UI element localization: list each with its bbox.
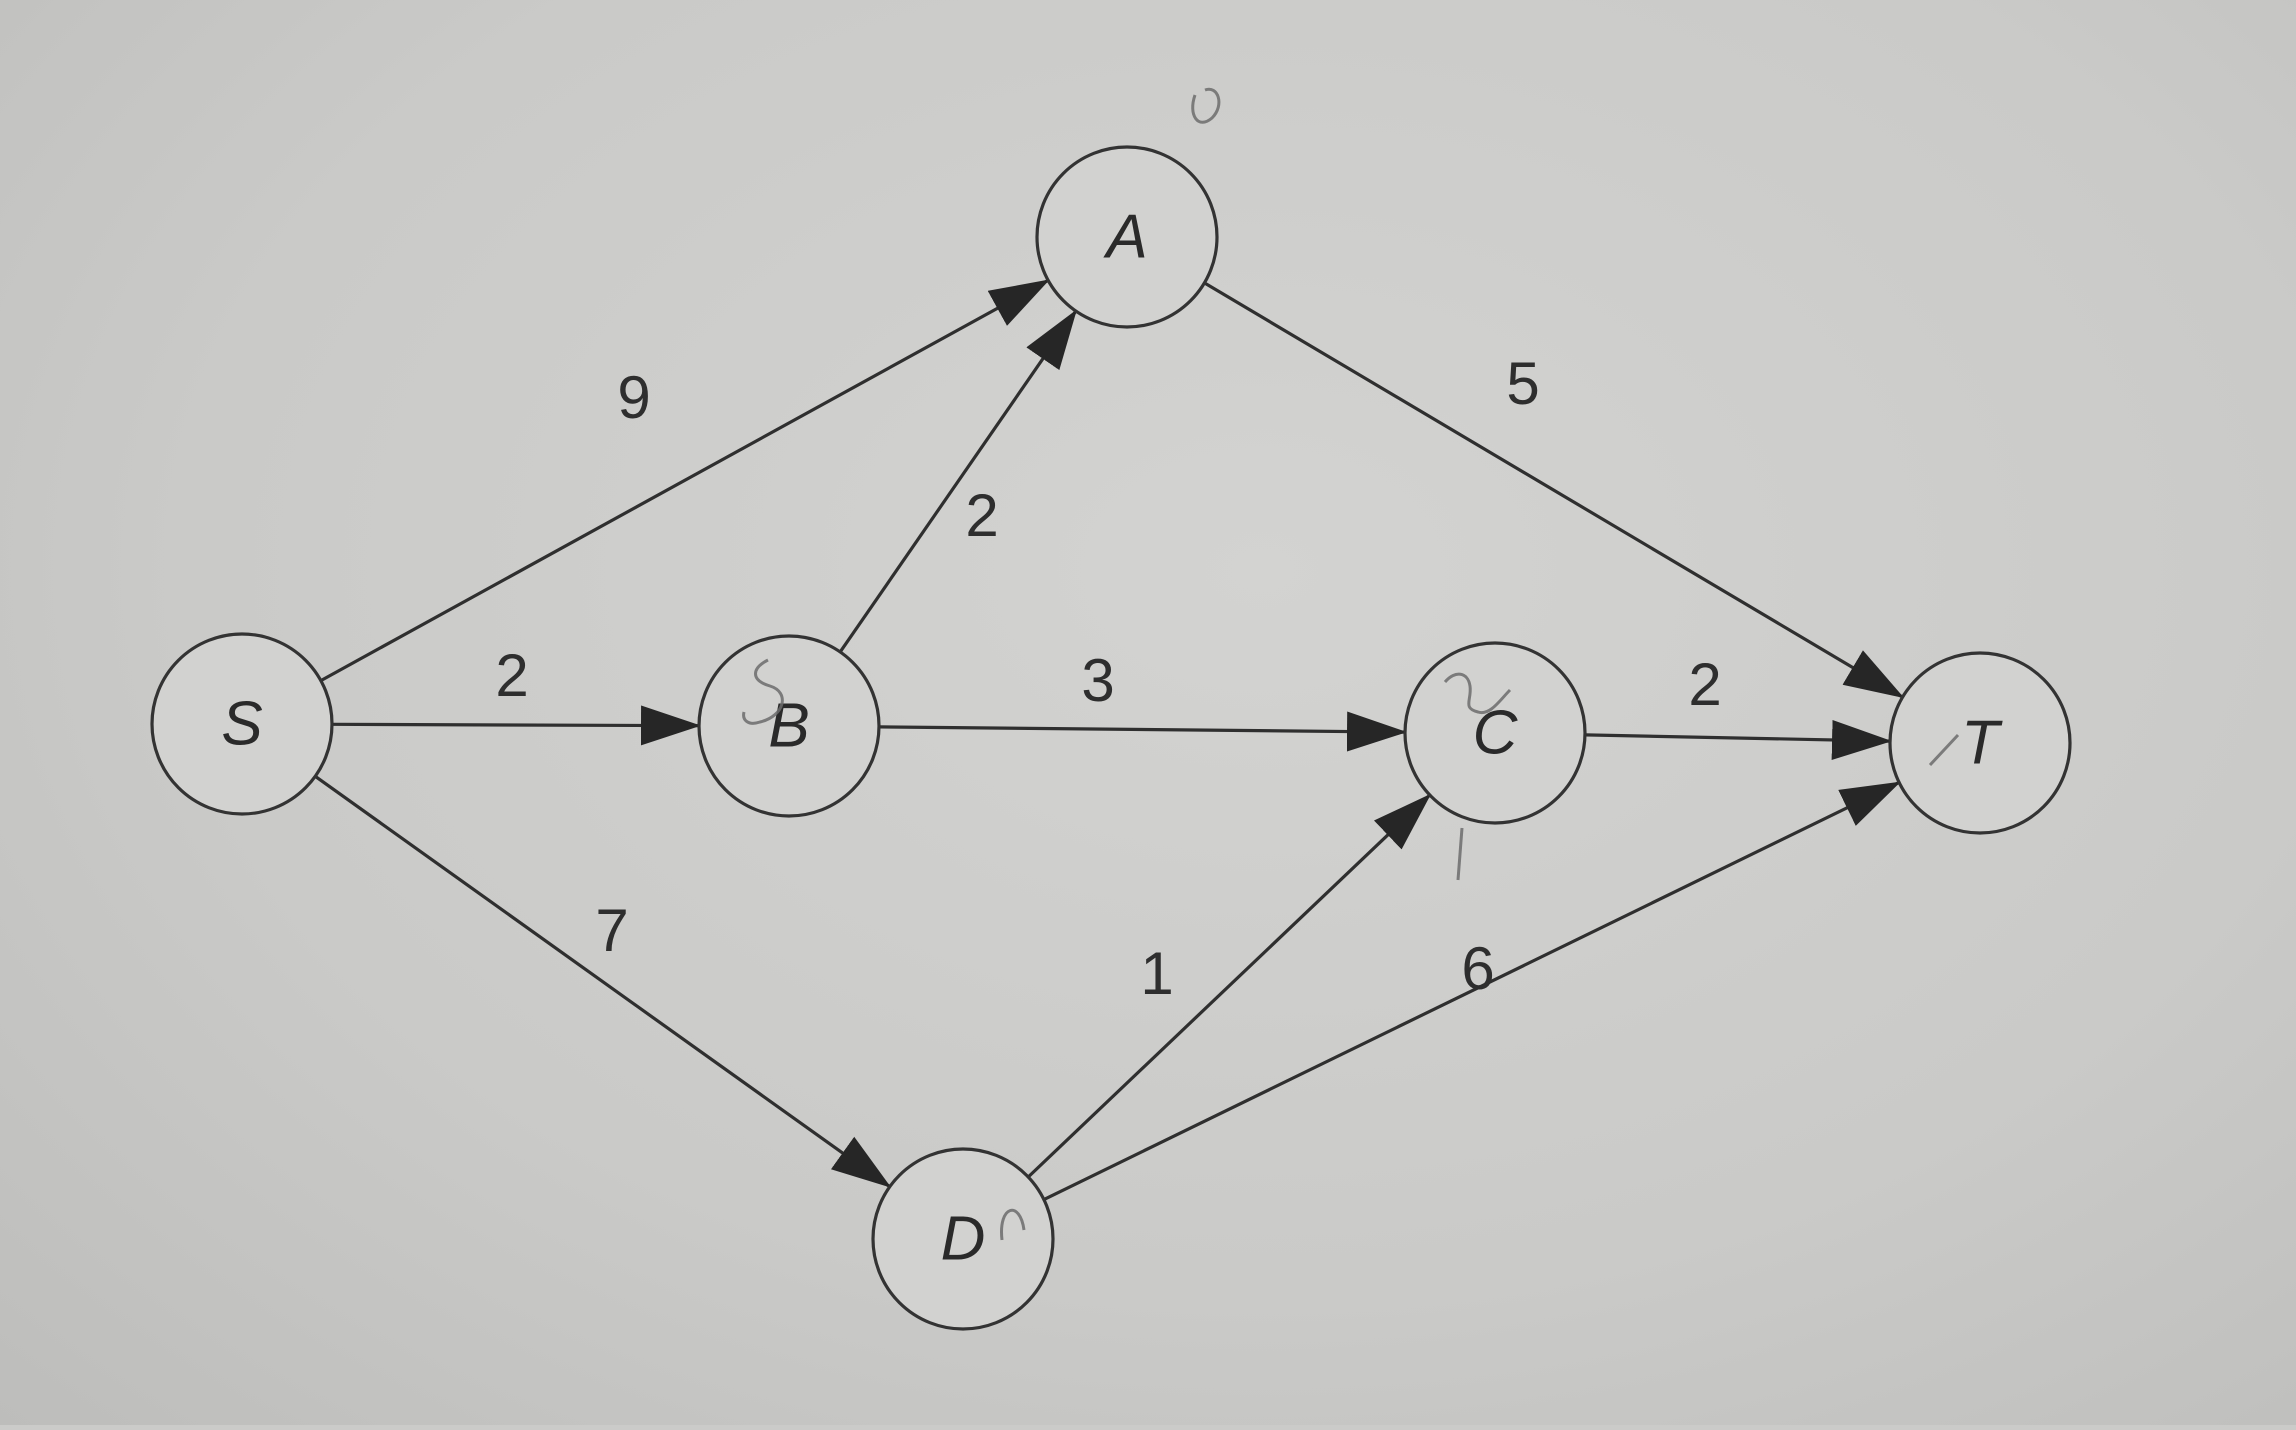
pencil-annotations (742, 87, 1960, 1241)
node-b: B (697, 634, 881, 818)
pencil-mark-a (1191, 87, 1221, 124)
node-s: S (150, 632, 334, 816)
edge-weight-d-t: 6 (1461, 935, 1494, 1002)
node-label: A (1102, 202, 1147, 271)
pencil-mark-c (1443, 672, 1512, 715)
edge-weight-d-c: 1 (1140, 940, 1173, 1007)
edge-s-a (320, 278, 1050, 683)
nodes-layer: S A B C D T (150, 145, 2072, 1331)
edge-s-d (314, 775, 892, 1188)
node-circle (1403, 641, 1587, 825)
node-label: C (1473, 698, 1519, 767)
node-circle (150, 632, 334, 816)
node-circle (1888, 651, 2072, 835)
edge-weight-s-b: 2 (495, 642, 528, 709)
edge-weight-s-a: 9 (617, 364, 650, 431)
node-label: T (1961, 708, 2003, 777)
weights-layer: 9 2 7 2 3 5 2 1 6 (495, 350, 1721, 1007)
node-circle (1035, 145, 1219, 329)
edge-weight-s-d: 7 (595, 897, 628, 964)
node-a: A (1035, 145, 1219, 329)
node-t: T (1888, 651, 2072, 835)
edge-b-a (838, 309, 1078, 653)
pencil-mark-t (1928, 733, 1960, 767)
edge-weight-b-a: 2 (965, 482, 998, 549)
node-c: C (1403, 641, 1587, 825)
node-circle (871, 1147, 1055, 1331)
pencil-mark-d (1000, 1208, 1026, 1241)
node-label: D (941, 1204, 986, 1273)
edges-layer (314, 278, 1905, 1201)
edge-weight-c-t: 2 (1688, 651, 1721, 718)
edge-weight-a-t: 5 (1506, 350, 1539, 417)
edge-a-t (1203, 281, 1905, 699)
pencil-mark-c-tick (1456, 827, 1464, 881)
edge-weight-b-c: 3 (1081, 647, 1114, 714)
edge-s-b (331, 705, 702, 746)
edge-c-t (1584, 719, 1893, 760)
edge-b-c (878, 711, 1408, 752)
edge-d-c (1027, 793, 1432, 1179)
node-label: S (221, 689, 262, 758)
edge-d-t (1043, 781, 1901, 1201)
node-circle (697, 634, 881, 818)
node-d: D (871, 1147, 1055, 1331)
node-label: B (768, 691, 809, 760)
pencil-mark-b (742, 658, 784, 725)
